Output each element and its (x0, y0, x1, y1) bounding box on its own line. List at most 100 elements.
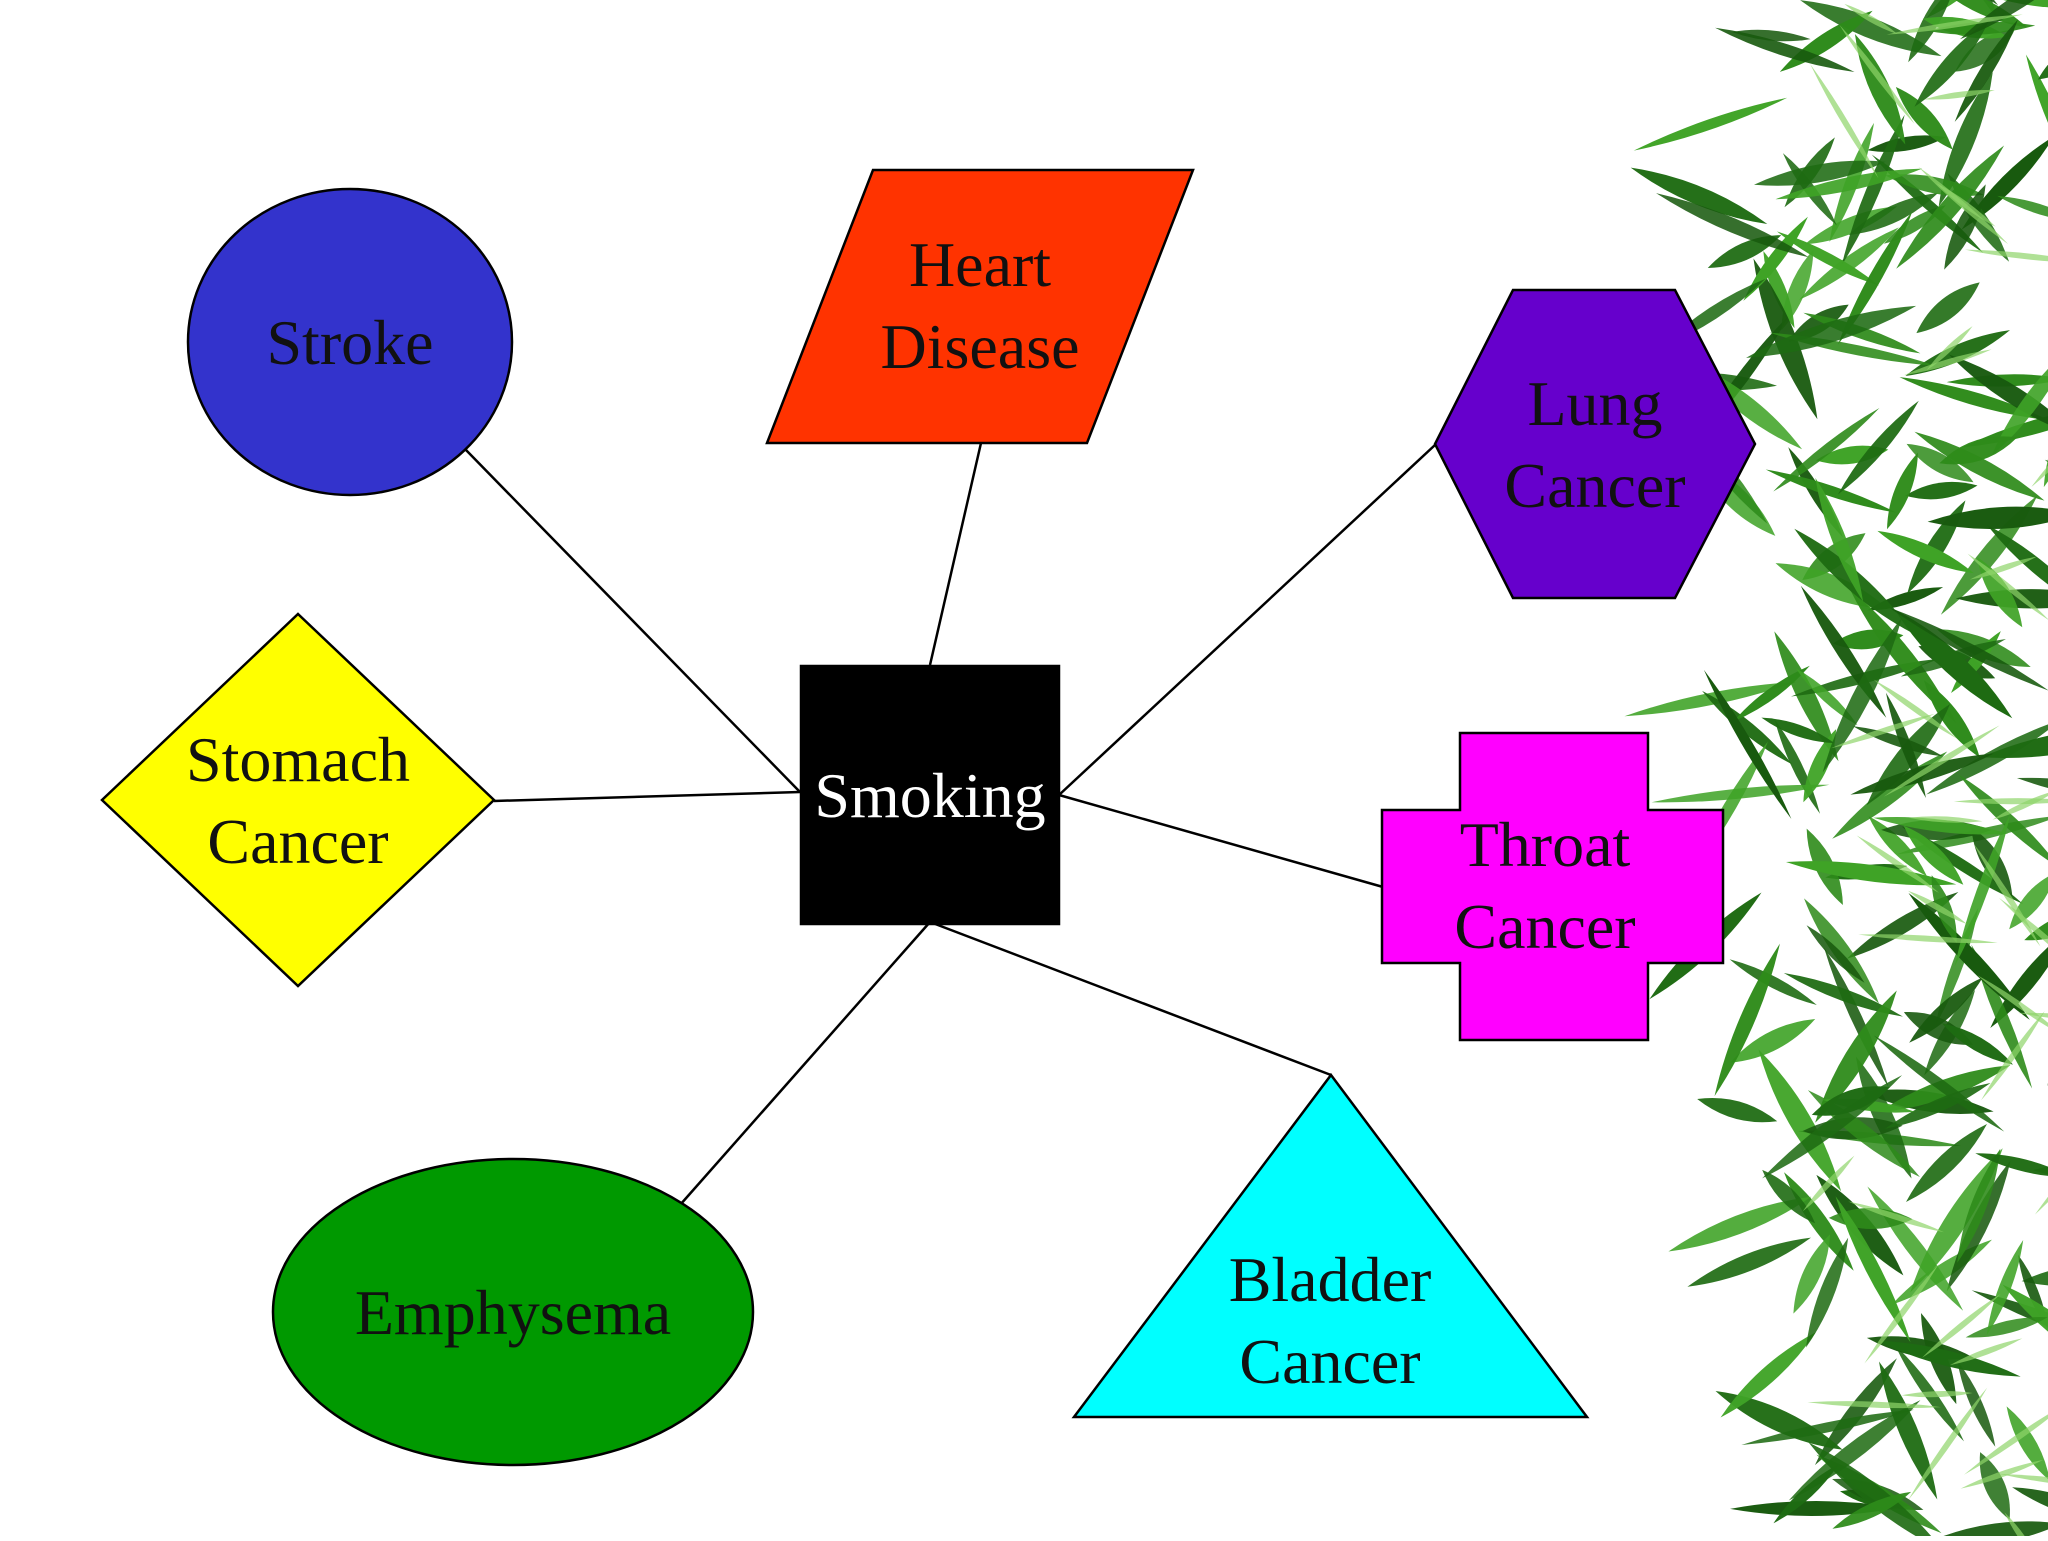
bamboo-leaf (1895, 86, 1953, 150)
bamboo-leaf-highlight (1864, 1264, 1939, 1364)
lung-cancer-hexagon (1433, 288, 1757, 600)
bamboo-leaf-highlight (1908, 1387, 1988, 1500)
bamboo-leaf-highlight (1903, 349, 1992, 376)
bamboo-leaf (1697, 460, 1776, 536)
bamboo-leaf-highlight (1856, 835, 1939, 893)
bamboo-leaf (1832, 1491, 1912, 1529)
bamboo-leaf (1775, 563, 1888, 609)
emphysema-ellipse (271, 1157, 755, 1467)
diagram-nodes: SmokingStrokeHeartDiseaseLungCancerThroa… (100, 168, 1757, 1467)
node-stroke: Stroke (186, 187, 514, 497)
throat-cancer-plus (1380, 731, 1725, 1042)
bamboo-leaf (2024, 909, 2048, 941)
node-emphysema: Emphysema (271, 1157, 755, 1467)
bamboo-leaf (1905, 1124, 1987, 1202)
bamboo-leaf (1762, 1075, 1903, 1179)
bamboo-leaf (1896, 145, 2005, 269)
bamboo-leaf (1687, 741, 1768, 880)
bamboo-leaf (1959, 774, 2048, 869)
bamboo-leaf (1837, 211, 1913, 345)
bamboo-leaf-highlight (1992, 790, 2048, 820)
bamboo-leaf-highlight (1981, 1011, 2045, 1101)
bamboo-leaf (1876, 1340, 2021, 1377)
bamboo-leaf-highlight (1926, 326, 1973, 371)
bamboo-leaf (2012, 1487, 2048, 1524)
bamboo-leaf (1775, 168, 1923, 200)
heart-disease-label-line-1: Heart (909, 229, 1051, 300)
bamboo-leaf (1997, 195, 2048, 223)
bamboo-leaf (1656, 193, 1809, 258)
bamboo-leaf (1806, 925, 1865, 983)
heart-disease-parallelogram (765, 168, 1195, 445)
bamboo-leaf (1815, 990, 1897, 1123)
bamboo-leaf (1975, 1153, 2048, 1178)
bamboo-leaf (1957, 1148, 2001, 1263)
bamboo-leaf (1868, 816, 1927, 877)
bamboo-leaf (1823, 947, 1889, 1088)
stomach-cancer-label-line-2: Cancer (207, 806, 388, 877)
bamboo-leaf (1955, 29, 2015, 72)
bamboo-leaf (1806, 1237, 1849, 1348)
bamboo-leaf (1633, 97, 1788, 151)
connector-emphysema (679, 921, 931, 1206)
bamboo-leaf (1803, 729, 1837, 803)
bamboo-leaf (1986, 1240, 2024, 1335)
bamboo-leaf (1799, 227, 1899, 300)
bamboo-leaf-highlight (1953, 798, 2048, 805)
bamboo-leaf (1905, 481, 1978, 500)
stroke-circle (186, 187, 514, 497)
bamboo-leaf (1979, 1452, 2010, 1520)
bamboo-leaf (1777, 231, 1879, 286)
bamboo-leaf-highlight (1858, 934, 1998, 944)
throat-cancer-label-line-1: Throat (1460, 809, 1631, 880)
bamboo-leaf (1774, 631, 1839, 762)
bamboo-leaf-highlight (1848, 1201, 1945, 1233)
stroke-label-line-1: Stroke (266, 307, 433, 378)
bamboo-leaf (1804, 898, 1879, 1004)
bamboo-leaf (1763, 251, 1795, 329)
bamboo-leaf (1783, 972, 1903, 1017)
bamboo-leaf (1879, 1361, 1938, 1500)
bamboo-leaf (1815, 477, 1864, 602)
connector-lung-cancer (1058, 444, 1436, 796)
bamboo-leaf-highlight (1807, 1401, 1942, 1409)
bamboo-leaf (1903, 825, 1964, 885)
bamboo-leaf (1720, 1332, 1816, 1418)
bamboo-leaf-highlight (1967, 553, 2048, 621)
bamboo-leaf (1938, 71, 1993, 207)
connector-bladder-cancer (929, 920, 1332, 1077)
bamboo-leaf (1907, 500, 1966, 594)
bamboo-leaf (1980, 726, 2048, 759)
bamboo-leaf-highlight (1998, 1473, 2048, 1490)
bamboo-leaf (1788, 1400, 1921, 1501)
bamboo-leaf (1795, 668, 1858, 726)
bamboo-leaf (1986, 524, 2048, 615)
smoking-square (799, 664, 1061, 926)
bamboo-leaf (1961, 136, 2048, 230)
bamboo-leaf (1753, 160, 1886, 186)
bamboo-leaf (1916, 282, 1980, 334)
smoking-label-line-1: Smoking (814, 760, 1045, 831)
bamboo-leaf-highlight (2031, 420, 2048, 487)
bamboo-leaf (1691, 362, 1803, 450)
bamboo-leaf (2002, 1284, 2048, 1382)
bamboo-leaf (1697, 1098, 1778, 1123)
bamboo-leaf (2006, 1406, 2048, 1481)
bamboo-leaf-highlight (1844, 3, 1898, 35)
stomach-cancer-label-line-1: Stomach (186, 724, 410, 795)
bamboo-leaf (1761, 717, 1835, 744)
bamboo-leaf (1846, 891, 1959, 959)
bamboo-leaf (1731, 29, 1811, 42)
bladder-cancer-label-line-2: Cancer (1239, 1326, 1420, 1397)
bamboo-leaf (1746, 305, 1917, 358)
bamboo-leaf (1894, 609, 2013, 719)
bamboo-leaf (1873, 1035, 2005, 1132)
bamboo-leaf (1822, 617, 1902, 773)
bamboo-leaf (1773, 408, 1880, 492)
bamboo-leaf (1793, 1234, 1831, 1314)
connector-throat-cancer (1058, 793, 1384, 889)
